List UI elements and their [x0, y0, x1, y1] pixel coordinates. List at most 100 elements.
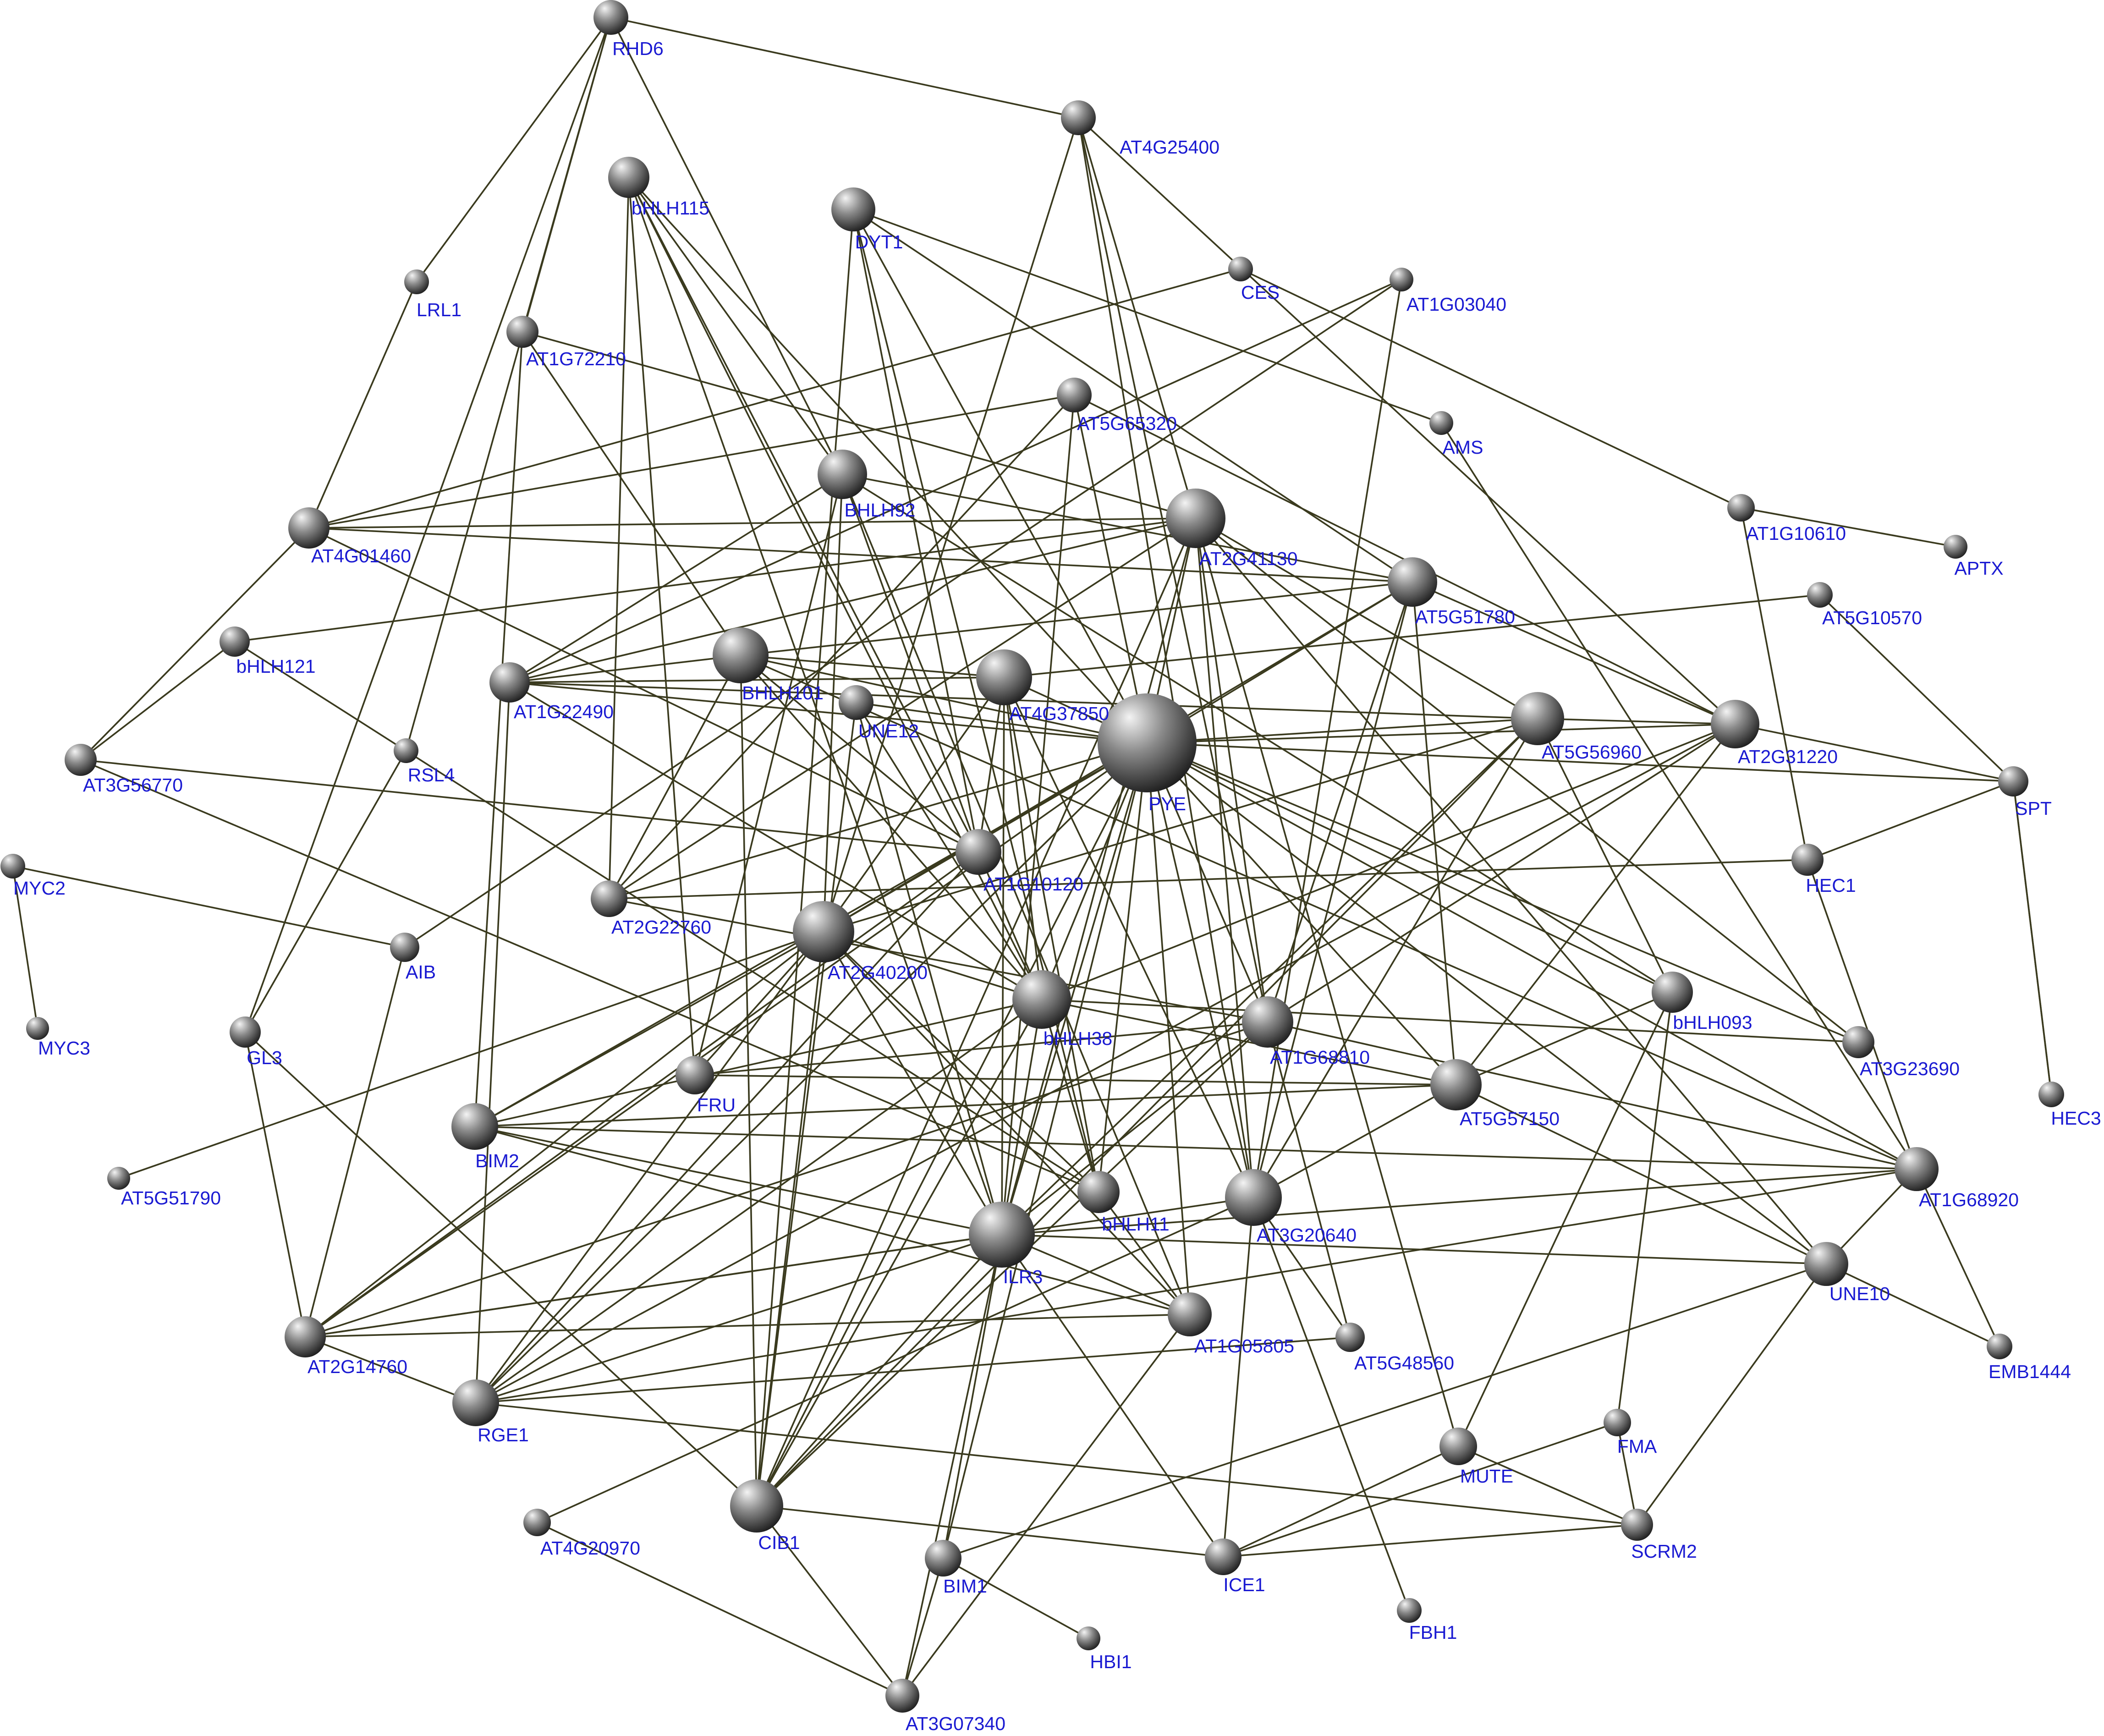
edge-at4g01460-at5g51780 [308, 527, 1413, 583]
node-fma[interactable] [1604, 1409, 1631, 1436]
node-at3g56770[interactable] [65, 744, 97, 776]
node-at5g10570[interactable] [1807, 582, 1833, 608]
node-aib[interactable] [390, 933, 419, 962]
edge-pye-cib1 [756, 742, 1148, 1506]
node-lrl1[interactable] [404, 269, 429, 294]
node-at4g20970[interactable] [523, 1509, 551, 1536]
node-at5g51780[interactable] [1388, 557, 1437, 607]
node-fbh1[interactable] [1397, 1598, 1422, 1623]
node-ilr3[interactable] [969, 1202, 1035, 1268]
edge-ces-at1g10610 [1240, 268, 1741, 509]
node-at2g14760[interactable] [285, 1316, 326, 1357]
edge-bhlh115-bhlh92 [628, 176, 843, 475]
edge-at2g14760-at1g05805 [305, 1313, 1190, 1338]
node-label-at4g37850: AT4G37850 [1009, 703, 1109, 724]
node-at1g10120[interactable] [956, 829, 1001, 875]
node-ces[interactable] [1228, 257, 1253, 281]
node-at5g65320[interactable] [1057, 378, 1092, 412]
edge-lrl1-at4g01460 [308, 281, 418, 528]
node-une12[interactable] [839, 685, 873, 720]
node-emb1444[interactable] [1987, 1334, 2012, 1359]
node-hec1[interactable] [1791, 844, 1824, 876]
node-bhlh101[interactable] [713, 627, 769, 683]
edge-gl3-cib1 [244, 1031, 758, 1507]
node-scrm2[interactable] [1621, 1509, 1653, 1541]
node-label-cib1: CIB1 [758, 1532, 800, 1553]
edge-rhd6-gl3 [244, 17, 612, 1033]
node-rsl4[interactable] [394, 738, 418, 763]
node-myc3[interactable] [26, 1017, 49, 1040]
node-at4g25400[interactable] [1061, 100, 1096, 135]
edge-bhlh101-at1g22490 [509, 654, 741, 683]
node-at2g40200[interactable] [793, 901, 854, 962]
node-hec3[interactable] [2038, 1082, 2064, 1107]
node-bhlh11[interactable] [1077, 1171, 1120, 1213]
node-bhlh093[interactable] [1652, 972, 1693, 1013]
node-at4g37850[interactable] [976, 649, 1032, 705]
node-at1g68920[interactable] [1895, 1147, 1939, 1191]
node-gl3[interactable] [230, 1016, 261, 1048]
edge-ilr3-at2g14760 [305, 1234, 1002, 1338]
node-mute[interactable] [1439, 1428, 1477, 1465]
node-at2g41130[interactable] [1166, 489, 1225, 548]
edge-at3g20640-at4g20970 [537, 1197, 1254, 1523]
edge-myc2-aib [12, 865, 405, 948]
node-at2g31220[interactable] [1711, 700, 1759, 748]
node-at2g22760[interactable] [591, 880, 627, 917]
node-dyt1[interactable] [831, 187, 875, 231]
node-at5g56960[interactable] [1511, 692, 1564, 745]
edge-bhlh92-at5g51780 [842, 473, 1413, 583]
node-at3g07340[interactable] [885, 1679, 919, 1713]
node-bhlh121[interactable] [220, 626, 250, 657]
node-fru[interactable] [676, 1056, 714, 1094]
node-ams[interactable] [1429, 411, 1453, 435]
edge-at4g37850-bhlh11 [1003, 677, 1099, 1192]
edge-mute-scrm2 [1458, 1445, 1637, 1526]
node-label-at1g22490: AT1G22490 [514, 701, 614, 722]
node-ice1[interactable] [1205, 1538, 1242, 1575]
node-at4g01460[interactable] [288, 507, 330, 549]
node-spt[interactable] [1998, 766, 2028, 797]
node-at1g68810[interactable] [1242, 996, 1293, 1048]
node-cib1[interactable] [730, 1479, 783, 1533]
edge-at5g65320-at2g22760 [608, 394, 1075, 900]
node-bim1[interactable] [925, 1540, 961, 1577]
node-bhlh38[interactable] [1012, 970, 1071, 1029]
node-at1g72210[interactable] [506, 316, 538, 348]
node-bhlh92[interactable] [818, 450, 867, 499]
node-pye[interactable] [1098, 693, 1197, 792]
edge-at1g72210-at2g41130 [522, 331, 1196, 519]
node-at1g10610[interactable] [1727, 494, 1755, 522]
node-at1g05805[interactable] [1168, 1292, 1212, 1336]
node-at5g57150[interactable] [1430, 1059, 1482, 1110]
node-label-at5g56960: AT5G56960 [1542, 742, 1642, 763]
node-bim2[interactable] [451, 1103, 498, 1150]
edge-pye-at5g57150 [1146, 742, 1457, 1086]
node-label-at5g57150: AT5G57150 [1460, 1108, 1560, 1129]
node-at5g48560[interactable] [1335, 1323, 1365, 1352]
edge-at5g56960-bhlh093 [1537, 718, 1673, 993]
node-myc2[interactable] [0, 854, 25, 879]
node-at1g03040[interactable] [1390, 268, 1413, 291]
edge-at1g68810-ilr3 [1001, 1021, 1269, 1236]
node-une10[interactable] [1804, 1242, 1848, 1286]
edge-at3g20640-ice1 [1222, 1197, 1254, 1557]
node-at1g22490[interactable] [489, 662, 530, 703]
node-label-myc2: MYC2 [13, 878, 66, 899]
edge-at1g03040-at1g22490 [509, 279, 1402, 683]
node-aptx[interactable] [1944, 535, 1967, 559]
node-bhlh115[interactable] [608, 157, 649, 198]
node-at3g20640[interactable] [1225, 1169, 1282, 1226]
edge-rge1-at5g48560 [475, 1336, 1351, 1404]
node-rge1[interactable] [452, 1379, 499, 1426]
edge-pye-at3g20640 [1146, 742, 1254, 1198]
edge-at4g37850-at2g40200 [823, 676, 1005, 933]
edge-at2g41130-cib1 [756, 518, 1197, 1506]
edge-bhlh093-at5g57150 [1456, 991, 1673, 1086]
node-at5g51790[interactable] [107, 1167, 130, 1190]
node-hbi1[interactable] [1077, 1626, 1100, 1650]
edge-at2g31220-at1g68810 [1267, 723, 1736, 1023]
node-at3g23690[interactable] [1842, 1026, 1874, 1058]
node-rhd6[interactable] [593, 0, 628, 35]
